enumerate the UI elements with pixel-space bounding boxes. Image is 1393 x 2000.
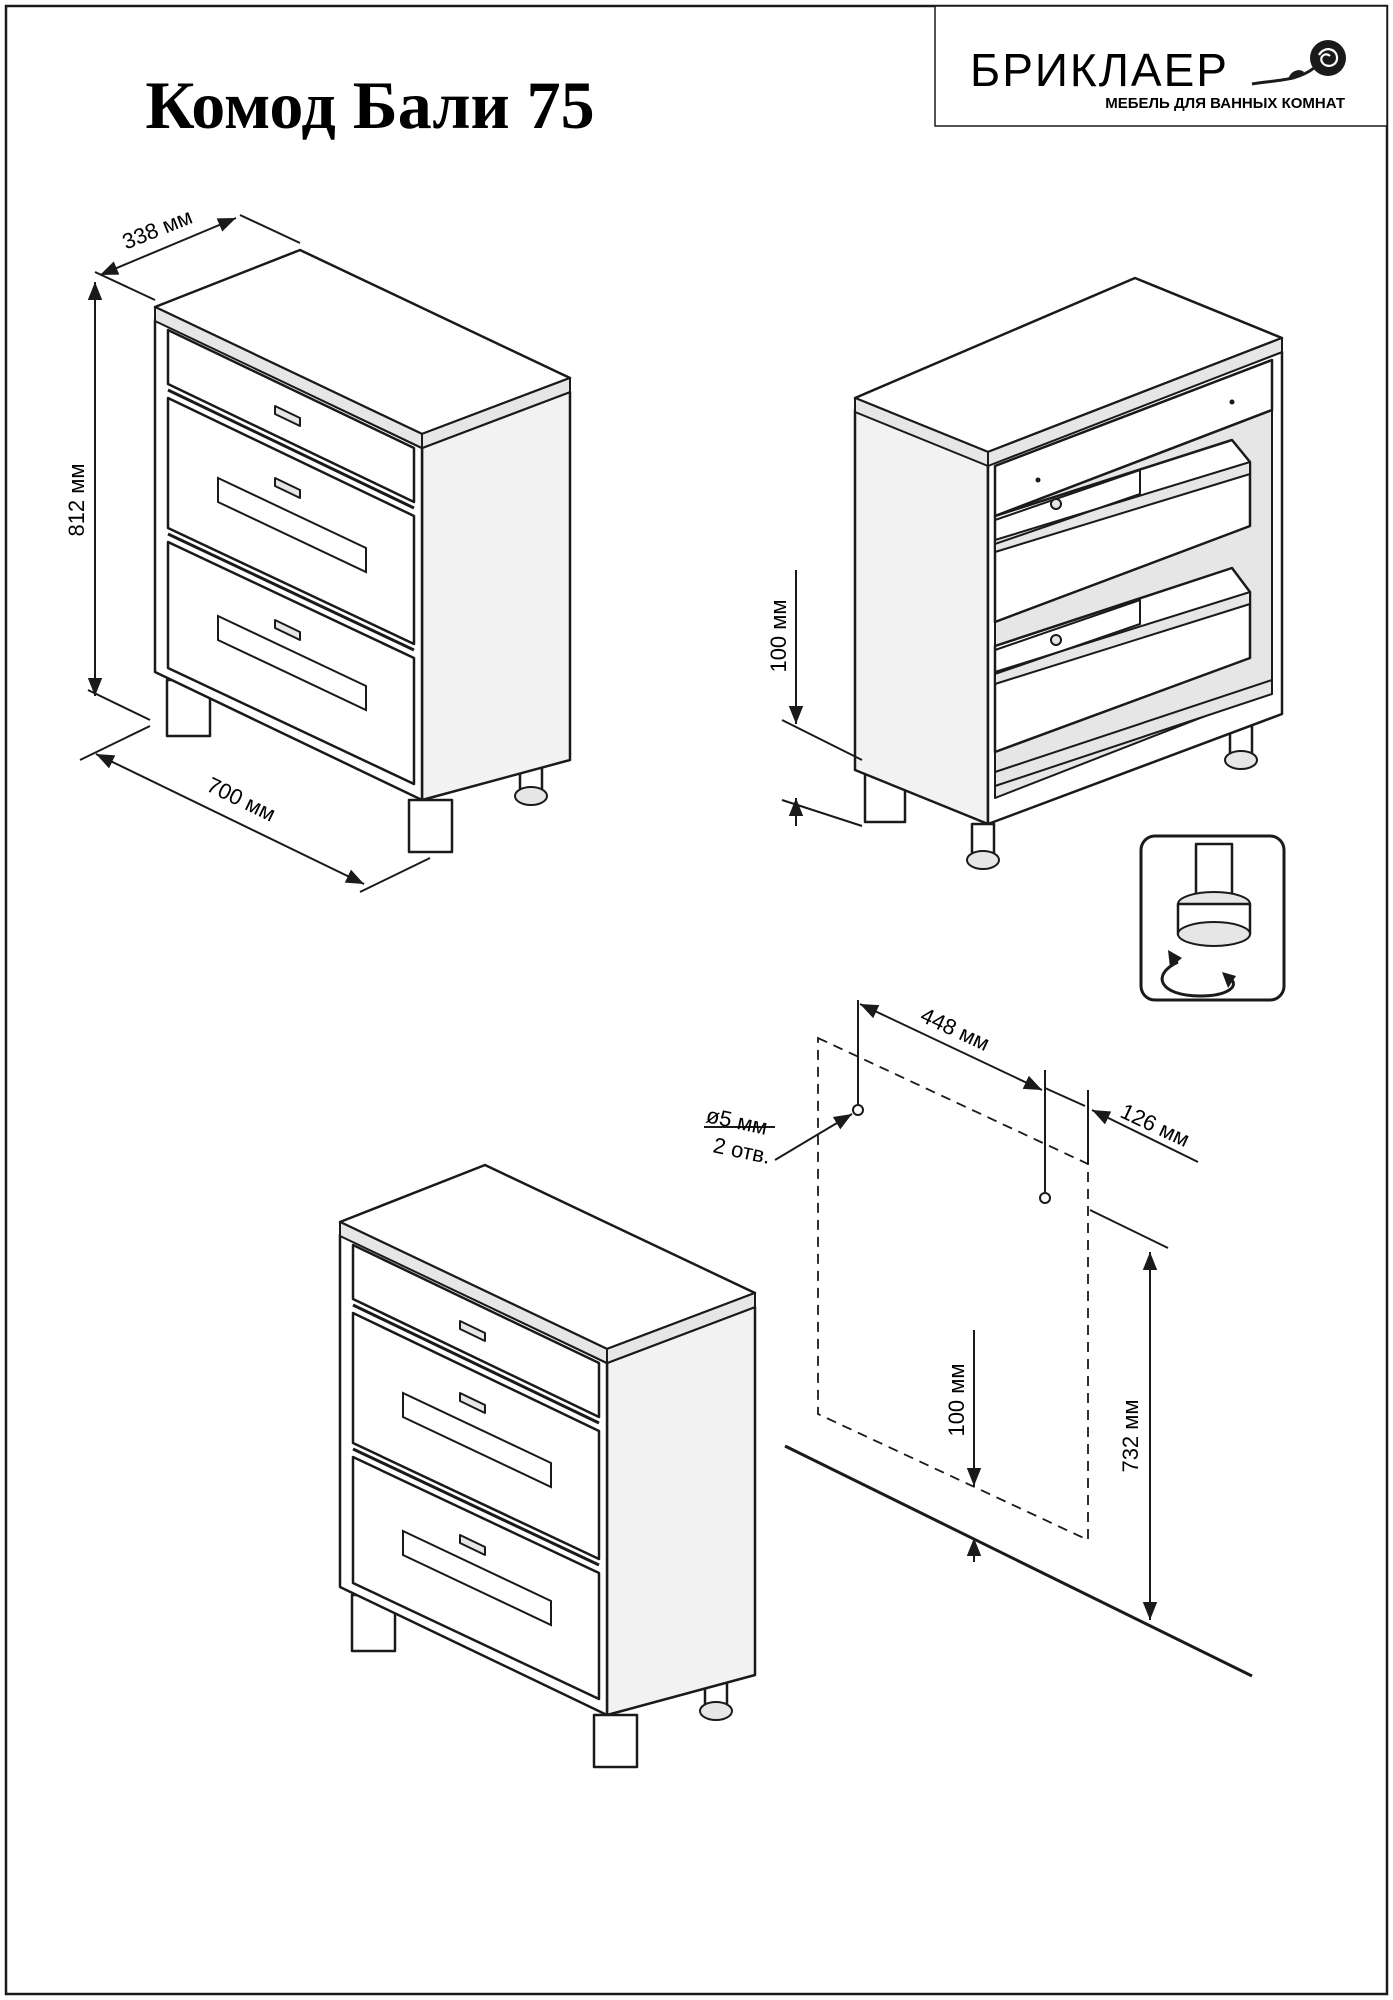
page-title: Комод Бали 75: [145, 67, 594, 143]
leg-height-label: 100 мм: [766, 599, 791, 672]
width-dimension-line: [95, 753, 365, 885]
front-view-closed: [338, 1163, 757, 1769]
rotate-arrow-icon: [1160, 960, 1235, 998]
drawer-middle: [166, 396, 416, 646]
handle-icon: [274, 477, 301, 499]
hole-spacing-dimension-line: [859, 1003, 1043, 1091]
depth-label: 338 мм: [119, 204, 196, 255]
handle-icon: [459, 1320, 486, 1342]
rose-icon: [1251, 40, 1346, 86]
floor-offset-label: 100 мм: [944, 1363, 969, 1436]
page-border: [4, 4, 1389, 1996]
brand-tagline: МЕБЕЛЬ ДЛЯ ВАННЫХ КОМНАТ: [1105, 95, 1345, 112]
leg-foot: [514, 786, 548, 806]
hole-callout-leader: [774, 1113, 853, 1161]
handle-icon: [274, 405, 301, 427]
rear-view: 100 мм: [766, 276, 1284, 870]
mounting-hole: [1039, 1192, 1051, 1204]
handle-icon: [459, 1534, 486, 1556]
grip-recess: [217, 614, 367, 712]
front-view: 338 мм 812 мм 700 мм: [64, 204, 572, 893]
leg-front-right: [407, 798, 454, 854]
floor-line: [784, 1444, 1253, 1678]
cabinet-outline: [817, 1036, 1089, 1542]
mounting-scheme: 448 мм 126 мм ø5 мм 2 отв. 100 мм 732 мм: [704, 1000, 1253, 1678]
grip-recess: [217, 476, 367, 574]
mounting-hole: [852, 1104, 864, 1116]
drawer-bottom: [166, 540, 416, 786]
side-offset-dimension-line: [1091, 1109, 1199, 1163]
side-panel: [420, 390, 572, 802]
left-side-panel: [853, 408, 990, 826]
handle-icon: [459, 1392, 486, 1414]
hole-diameter-label: ø5 мм: [704, 1102, 770, 1139]
mount-height-label: 732 мм: [1118, 1399, 1143, 1472]
side-offset-label: 126 мм: [1117, 1098, 1194, 1152]
brand-name: БРИКЛАЕР: [970, 44, 1229, 96]
height-label: 812 мм: [64, 463, 89, 536]
depth-dimension-line: [99, 217, 237, 276]
adjustable-foot-detail: [1139, 834, 1286, 1002]
brand-logo: БРИКЛАЕР МЕБЕЛЬ ДЛЯ ВАННЫХ КОМНАТ: [934, 5, 1388, 127]
handle-icon: [274, 619, 301, 641]
width-label: 700 мм: [203, 772, 280, 827]
